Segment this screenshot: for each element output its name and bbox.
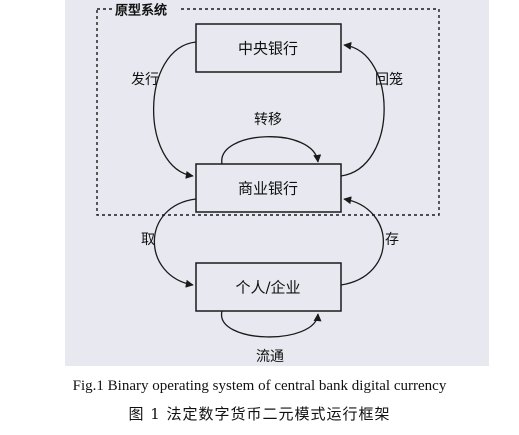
commercial-bank-node: 商业银行 [195, 163, 342, 213]
transfer-label: 转移 [254, 112, 282, 128]
individual-enterprise-label: 个人/企业 [235, 279, 300, 297]
central-bank-box [195, 23, 342, 73]
recall-arrow [340, 41, 385, 177]
circulation-arrow [221, 310, 322, 338]
figure-caption-chinese: 图 1 法定数字货币二元模式运行框架 [128, 405, 391, 423]
transfer-arrow [221, 136, 322, 165]
deposit-label: 存 [385, 232, 399, 248]
withdraw-label: 取 [141, 232, 155, 248]
deposit-arrow [340, 196, 385, 286]
central-bank-node: 中央银行 [195, 23, 342, 73]
circulation-label: 流通 [256, 349, 284, 365]
prototype-system-frame [96, 8, 440, 216]
individual-enterprise-box [195, 262, 342, 312]
frame-label: 原型系统 [115, 3, 167, 19]
issue-label: 发行 [131, 72, 159, 88]
commercial-bank-box [195, 163, 342, 213]
central-bank-label: 中央银行 [238, 40, 298, 58]
commercial-bank-label: 商业银行 [238, 180, 298, 198]
figure-caption-english: Fig.1 Binary operating system of central… [72, 378, 447, 394]
diagram: 原型系统 中央银行 商业银行 个人/企业 发行 回笼 转移 取 存 流通 [96, 2, 440, 365]
frame-label-background [113, 2, 179, 18]
withdraw-arrow [153, 198, 197, 288]
issue-arrow [152, 41, 197, 179]
recall-label: 回笼 [375, 71, 403, 88]
individual-enterprise-node: 个人/企业 [195, 262, 342, 312]
